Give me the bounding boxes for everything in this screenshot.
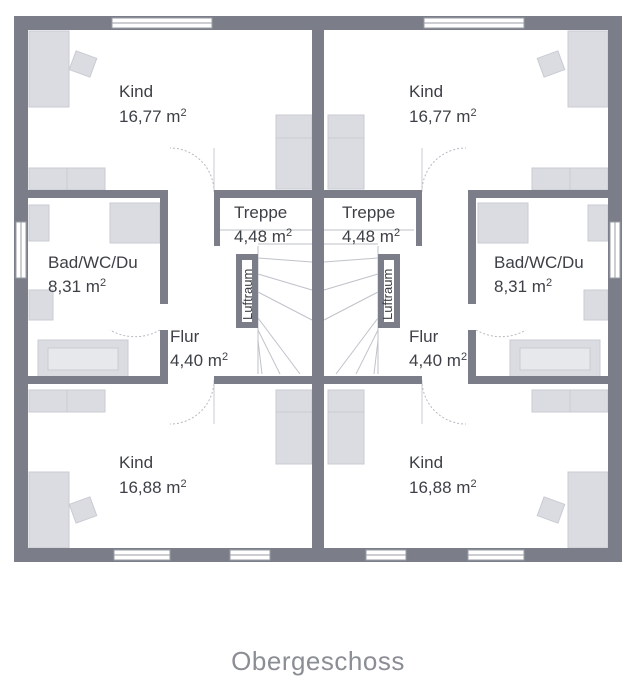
outer-wall-right bbox=[608, 16, 622, 562]
bed bbox=[28, 471, 70, 549]
room-name: Kind bbox=[119, 453, 153, 472]
room-name: Bad/WC/Du bbox=[494, 253, 584, 272]
wardrobe bbox=[275, 114, 313, 190]
toilet bbox=[587, 204, 609, 242]
room-area: 8,31 m2 bbox=[494, 277, 552, 296]
room-area: 16,88 m2 bbox=[119, 478, 187, 497]
room-name: Bad/WC/Du bbox=[48, 253, 138, 272]
party-wall bbox=[312, 16, 324, 562]
wardrobe bbox=[327, 389, 365, 465]
room-name: Kind bbox=[409, 82, 443, 101]
room-name: Treppe bbox=[234, 203, 287, 222]
room-area: 8,31 m2 bbox=[48, 277, 106, 296]
room-name: Kind bbox=[119, 82, 153, 101]
stairs bbox=[220, 229, 414, 375]
wardrobe bbox=[327, 114, 365, 190]
room-area: 4,40 m2 bbox=[409, 351, 467, 370]
shower bbox=[583, 289, 609, 321]
room-area: 4,48 m2 bbox=[342, 227, 400, 246]
bed bbox=[567, 30, 609, 108]
room-name: Kind bbox=[409, 453, 443, 472]
sink bbox=[109, 202, 161, 244]
windows bbox=[15, 17, 621, 561]
room-area: 4,48 m2 bbox=[234, 227, 292, 246]
room-labels: Kind 16,77 m2 Kind 16,77 m2 Kind 16,88 m… bbox=[48, 82, 584, 497]
room-area: 16,77 m2 bbox=[119, 107, 187, 126]
room-name: Treppe bbox=[342, 203, 395, 222]
room-area: 16,88 m2 bbox=[409, 478, 477, 497]
room-area: 4,40 m2 bbox=[170, 351, 228, 370]
pillow bbox=[536, 496, 566, 524]
room-name: Flur bbox=[170, 327, 200, 346]
luftraum-label: Luftraum bbox=[380, 269, 395, 320]
sink bbox=[477, 202, 529, 244]
shower bbox=[28, 289, 54, 321]
room-name: Flur bbox=[409, 327, 439, 346]
furniture bbox=[28, 30, 609, 549]
pillow bbox=[536, 50, 566, 78]
pillow bbox=[68, 50, 98, 78]
room-area: 16,77 m2 bbox=[409, 107, 477, 126]
bed bbox=[28, 30, 70, 108]
floor-caption: Obergeschoss bbox=[231, 646, 405, 676]
luftraum-label: Luftraum bbox=[240, 269, 255, 320]
toilet bbox=[28, 204, 50, 242]
floor-plan: Kind 16,77 m2 Kind 16,77 m2 Kind 16,88 m… bbox=[14, 16, 622, 562]
bed bbox=[567, 471, 609, 549]
pillow bbox=[68, 496, 98, 524]
wardrobe bbox=[275, 389, 313, 465]
door-swings bbox=[109, 147, 527, 425]
outer-wall-left bbox=[14, 16, 28, 562]
